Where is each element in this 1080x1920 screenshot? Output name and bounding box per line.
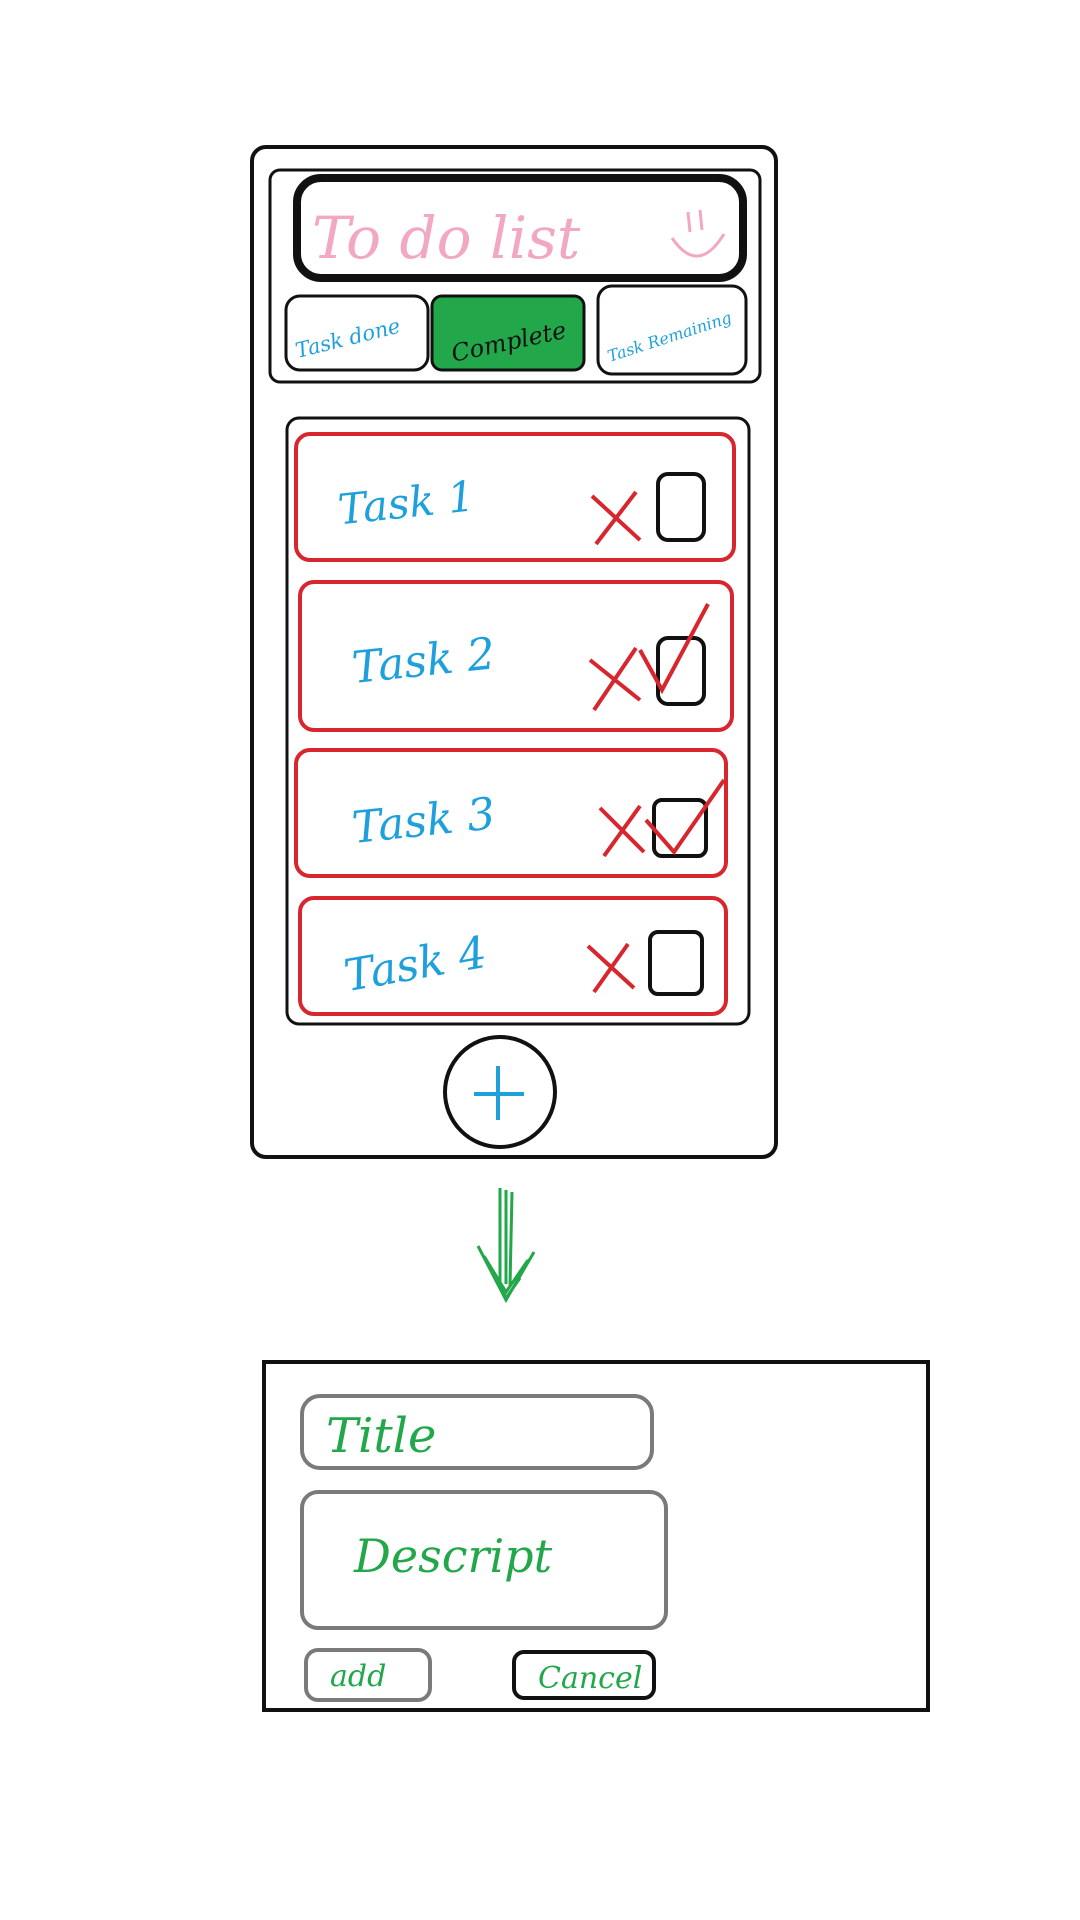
description-input[interactable]: Descript [300, 1490, 668, 1630]
tab-task-done-border [284, 294, 430, 372]
delete-icon[interactable] [590, 490, 642, 546]
add-task-button[interactable] [443, 1035, 557, 1149]
cancel-button-border [512, 1650, 656, 1700]
phone-body [250, 145, 778, 1159]
tab-task-remaining-border [596, 284, 748, 376]
task-label: Task 3 [350, 788, 498, 854]
tab-complete-border [430, 294, 586, 372]
task-label: Task 4 [340, 927, 490, 1002]
title-input-border [300, 1394, 654, 1470]
form-frame [262, 1360, 930, 1712]
add-button[interactable]: add [304, 1648, 432, 1702]
title-bar [293, 174, 747, 282]
task-checkbox[interactable] [652, 798, 708, 858]
filter-tabs: Task done Complete Task Remaining [284, 284, 748, 376]
task-list-panel [285, 416, 751, 1026]
tab-task-remaining-label: Task Remaining [605, 308, 734, 366]
title-input[interactable]: Title [300, 1394, 654, 1470]
add-task-form: Title Descript add Cancel [262, 1360, 930, 1712]
delete-icon[interactable] [598, 804, 646, 858]
app-title: To do list [312, 204, 581, 272]
tab-task-remaining[interactable]: Task Remaining [596, 284, 748, 376]
task-card-border [294, 432, 736, 562]
plus-icon [474, 1066, 524, 1120]
check-mark-icon [644, 778, 726, 856]
phone-frame [250, 145, 778, 1159]
task-label: Task 1 [336, 471, 477, 534]
add-button-label: add [330, 1659, 386, 1694]
task-checkbox[interactable] [648, 930, 704, 996]
task-checkbox[interactable] [656, 472, 706, 542]
tab-task-done[interactable]: Task done [284, 294, 430, 372]
description-input-border [300, 1490, 668, 1630]
list-item[interactable]: Task 2 [298, 580, 734, 732]
title-input-placeholder: Title [326, 1408, 436, 1464]
add-button-border [304, 1648, 432, 1702]
task-checkbox[interactable] [656, 636, 706, 706]
task-card-border [298, 580, 734, 732]
tab-complete[interactable]: Complete [430, 294, 586, 372]
smiley-icon [670, 209, 726, 258]
check-mark-icon [638, 603, 710, 695]
tab-task-done-label: Task done [293, 314, 403, 363]
header-panel: To do list [268, 168, 762, 384]
task-label: Task 2 [350, 628, 498, 694]
cancel-button[interactable]: Cancel [512, 1650, 656, 1700]
task-card-border [298, 896, 728, 1016]
list-item[interactable]: Task 1 [294, 432, 736, 562]
header-panel-border [268, 168, 762, 384]
add-task-button-circle [443, 1035, 557, 1149]
description-input-placeholder: Descript [353, 1529, 553, 1583]
list-item[interactable]: Task 3 [294, 748, 728, 878]
delete-icon[interactable] [586, 942, 636, 994]
delete-icon[interactable] [588, 646, 642, 712]
down-arrow-icon [476, 1188, 536, 1304]
cancel-button-label: Cancel [538, 1661, 642, 1696]
task-card-border [294, 748, 728, 878]
list-item[interactable]: Task 4 [298, 896, 728, 1016]
